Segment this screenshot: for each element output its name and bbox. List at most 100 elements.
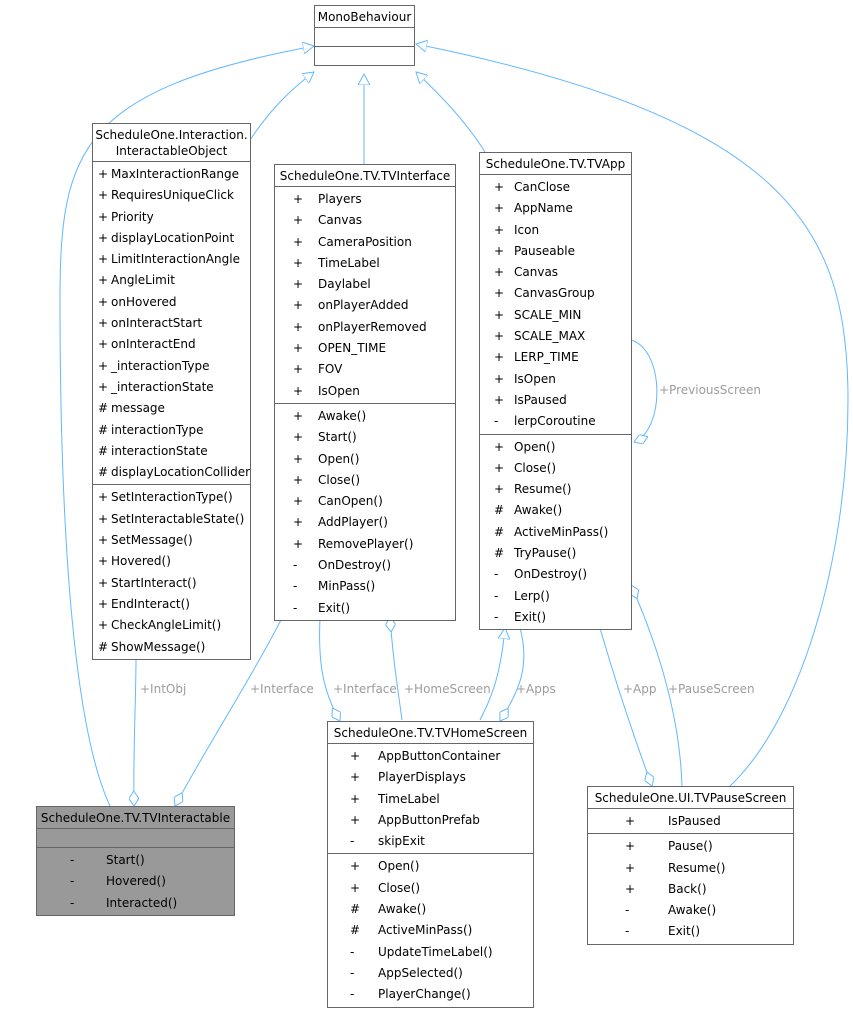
attribute-row[interactable]: #interactionType <box>93 420 250 441</box>
operation-row[interactable]: -Lerp() <box>480 586 631 607</box>
operation-row[interactable]: #ActiveMinPass() <box>480 522 631 543</box>
attribute-row[interactable]: +Icon <box>480 220 631 241</box>
attribute-row[interactable]: +FOV <box>275 359 455 380</box>
operation-row[interactable]: +AddPlayer() <box>275 512 455 533</box>
operation-row[interactable]: +SetInteractableState() <box>93 509 250 530</box>
attribute-row[interactable]: +TimeLabel <box>328 789 533 810</box>
attribute-row[interactable]: #displayLocationCollider <box>93 462 250 483</box>
operation-row[interactable]: +Close() <box>328 878 533 899</box>
class-tvinterface[interactable]: ScheduleOne.TV.TVInterface+Players+Canva… <box>274 164 456 621</box>
operation-row[interactable]: +SetInteractionType() <box>93 487 250 508</box>
attribute-row[interactable]: +onHovered <box>93 292 250 313</box>
attribute-row[interactable]: +TimeLabel <box>275 253 455 274</box>
attribute-row[interactable]: +PlayerDisplays <box>328 767 533 788</box>
attribute-row[interactable]: +IsOpen <box>480 369 631 390</box>
operation-row[interactable]: -OnDestroy() <box>480 564 631 585</box>
attribute-row[interactable]: +Canvas <box>480 262 631 283</box>
attribute-row[interactable]: +CanClose <box>480 177 631 198</box>
visibility-marker: - <box>494 609 499 624</box>
class-tvhomescreen[interactable]: ScheduleOne.TV.TVHomeScreen+AppButtonCon… <box>327 721 534 1008</box>
attribute-row[interactable]: +AppButtonContainer <box>328 746 533 767</box>
operation-row[interactable]: -PlayerChange() <box>328 984 533 1005</box>
operation-row[interactable]: #TryPause() <box>480 543 631 564</box>
operation-row[interactable]: +Resume() <box>480 479 631 500</box>
attribute-name: message <box>111 401 165 416</box>
operation-row[interactable]: +Hovered() <box>93 551 250 572</box>
operation-row[interactable]: -Start() <box>37 850 234 871</box>
operation-row[interactable]: +SetMessage() <box>93 530 250 551</box>
operation-row[interactable]: #Awake() <box>480 500 631 521</box>
attribute-row[interactable]: +AngleLimit <box>93 270 250 291</box>
attribute-row[interactable]: +displayLocationPoint <box>93 228 250 249</box>
attribute-row[interactable]: +IsPaused <box>588 811 793 832</box>
operation-row[interactable]: +Open() <box>275 449 455 470</box>
attribute-row[interactable]: +IsOpen <box>275 381 455 402</box>
operation-row[interactable]: +RemovePlayer() <box>275 534 455 555</box>
attribute-row[interactable]: #interactionState <box>93 441 250 462</box>
operation-row[interactable]: -Interacted() <box>37 893 234 914</box>
attribute-row[interactable]: +Canvas <box>275 210 455 231</box>
operation-name: Awake() <box>668 903 717 918</box>
operation-row[interactable]: -Exit() <box>480 607 631 628</box>
attribute-row[interactable]: +Priority <box>93 207 250 228</box>
operation-row[interactable]: #ShowMessage() <box>93 637 250 658</box>
operation-row[interactable]: -UpdateTimeLabel() <box>328 942 533 963</box>
class-monobehaviour[interactable]: MonoBehaviour <box>314 5 415 66</box>
operation-row[interactable]: -MinPass() <box>275 576 455 597</box>
operation-row[interactable]: -Hovered() <box>37 871 234 892</box>
attribute-row[interactable]: +LERP_TIME <box>480 347 631 368</box>
operation-row[interactable]: +Open() <box>480 437 631 458</box>
operation-row[interactable]: -Awake() <box>588 900 793 921</box>
attribute-row[interactable]: +onInteractStart <box>93 313 250 334</box>
attribute-row[interactable]: +LimitInteractionAngle <box>93 249 250 270</box>
attribute-row[interactable]: -skipExit <box>328 831 533 852</box>
attribute-row[interactable]: -lerpCoroutine <box>480 411 631 432</box>
attribute-row[interactable]: +onInteractEnd <box>93 334 250 355</box>
operation-row[interactable]: +Open() <box>328 856 533 877</box>
attribute-row[interactable]: +onPlayerRemoved <box>275 317 455 338</box>
operation-row[interactable]: +Close() <box>275 470 455 491</box>
attribute-row[interactable]: +SCALE_MIN <box>480 305 631 326</box>
attribute-row[interactable]: +Players <box>275 189 455 210</box>
operation-row[interactable]: +CheckAngleLimit() <box>93 615 250 636</box>
attribute-row[interactable]: +AppName <box>480 198 631 219</box>
attribute-row[interactable]: +SCALE_MAX <box>480 326 631 347</box>
operation-row[interactable]: +Awake() <box>275 406 455 427</box>
operation-name: Open() <box>318 451 360 466</box>
operation-row[interactable]: +Resume() <box>588 858 793 879</box>
operation-row[interactable]: +StartInteract() <box>93 573 250 594</box>
operation-row[interactable]: -Exit() <box>275 598 455 619</box>
operation-row[interactable]: +Start() <box>275 427 455 448</box>
operation-row[interactable]: -AppSelected() <box>328 963 533 984</box>
visibility-marker: + <box>98 358 109 373</box>
class-tvpausescreen[interactable]: ScheduleOne.UI.TVPauseScreen+IsPaused+Pa… <box>587 786 794 945</box>
class-tvinteractable[interactable]: ScheduleOne.TV.TVInteractable-Start()-Ho… <box>36 806 235 916</box>
attribute-row[interactable]: +IsPaused <box>480 390 631 411</box>
attribute-row[interactable]: +_interactionState <box>93 377 250 398</box>
attribute-row[interactable]: +_interactionType <box>93 356 250 377</box>
attribute-row[interactable]: +Daylabel <box>275 274 455 295</box>
attribute-row[interactable]: +OPEN_TIME <box>275 338 455 359</box>
operation-row[interactable]: +Back() <box>588 879 793 900</box>
attribute-row[interactable]: +CameraPosition <box>275 232 455 253</box>
operation-row[interactable]: +Pause() <box>588 836 793 857</box>
class-interactableobject[interactable]: ScheduleOne.Interaction.InteractableObje… <box>92 123 251 660</box>
attribute-row[interactable]: +AppButtonPrefab <box>328 810 533 831</box>
attribute-row[interactable]: +onPlayerAdded <box>275 295 455 316</box>
operation-row[interactable]: -OnDestroy() <box>275 555 455 576</box>
operation-row[interactable]: +Close() <box>480 458 631 479</box>
visibility-marker: + <box>98 554 109 569</box>
class-name-line: ScheduleOne.Interaction. <box>95 128 248 142</box>
operation-row[interactable]: #Awake() <box>328 899 533 920</box>
attribute-row[interactable]: #message <box>93 398 250 419</box>
operation-row[interactable]: -Exit() <box>588 921 793 942</box>
attribute-row[interactable]: +MaxInteractionRange <box>93 164 250 185</box>
operation-name: Exit() <box>514 609 547 624</box>
operation-row[interactable]: +EndInteract() <box>93 594 250 615</box>
attribute-row[interactable]: +CanvasGroup <box>480 283 631 304</box>
operation-row[interactable]: +CanOpen() <box>275 491 455 512</box>
attribute-row[interactable]: +Pauseable <box>480 241 631 262</box>
attribute-row[interactable]: +RequiresUniqueClick <box>93 185 250 206</box>
operation-row[interactable]: #ActiveMinPass() <box>328 920 533 941</box>
class-tvapp[interactable]: ScheduleOne.TV.TVApp+CanClose+AppName+Ic… <box>479 152 632 631</box>
